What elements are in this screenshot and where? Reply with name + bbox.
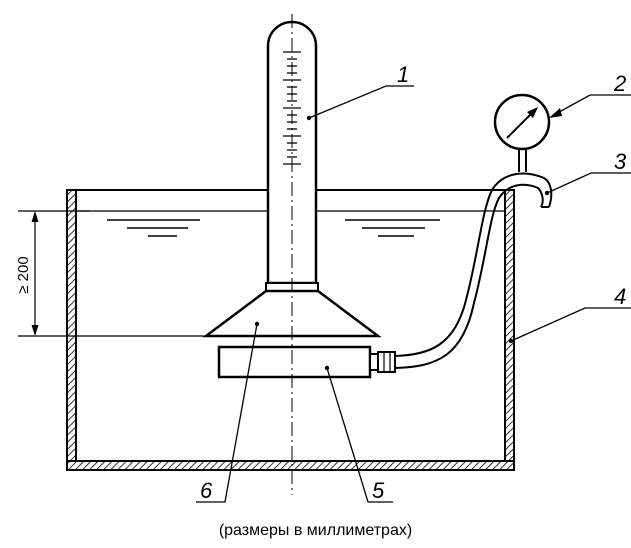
leader-6 [196,323,258,503]
tank-wall-right [504,189,515,471]
leader-dots [254,115,550,371]
tank-wall-left [66,189,77,471]
leader-lines [196,85,631,503]
callout-4: 4 [614,284,626,309]
gauge-needle [506,110,535,139]
tank-bottom [66,460,515,471]
leader-2 [551,94,631,117]
hose-connector [369,351,396,373]
hose [394,172,553,369]
callout-1: 1 [397,62,409,87]
callout-2: 2 [613,71,626,96]
gauge-needle-arrow [527,107,538,118]
depth-dimension [18,210,206,337]
pressure-gauge [493,93,551,172]
pressure-block [217,345,372,379]
leader-4 [510,307,631,342]
leader-3 [546,172,631,194]
callout-6: 6 [200,478,213,503]
leader-5 [326,367,393,503]
callout-5: 5 [372,478,385,503]
caption: (размеры в миллиметрах) [218,522,413,539]
callout-3: 3 [614,149,627,174]
depth-dimension-label: ≥ 200 [15,256,32,293]
leader-2-arrow [549,108,562,118]
leader-1 [308,85,414,119]
